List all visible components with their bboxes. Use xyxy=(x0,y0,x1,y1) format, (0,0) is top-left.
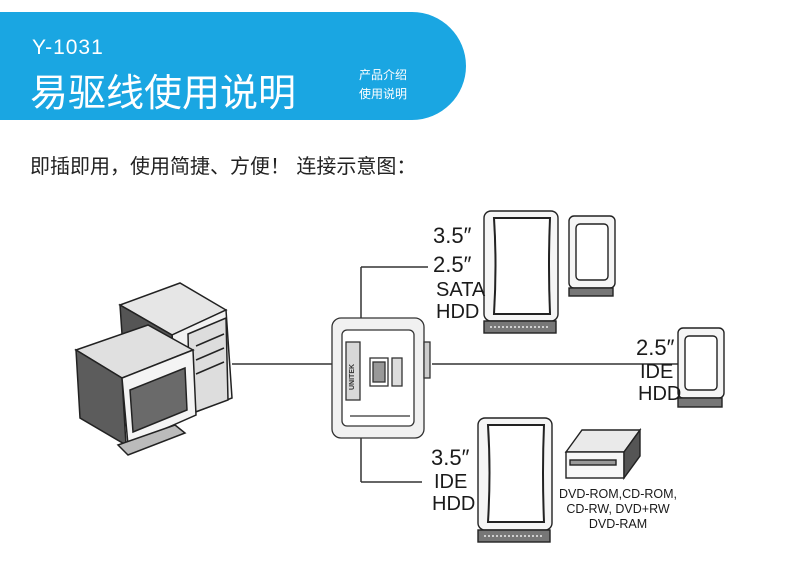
header-banner xyxy=(0,12,466,120)
tag-instructions: 使用说明 xyxy=(359,87,408,101)
sata-hdd-large-icon xyxy=(483,210,559,334)
ide35-size-label: 3.5″ xyxy=(431,445,470,470)
ide25-size-label: 2.5″ xyxy=(636,335,675,360)
tag-product-intro: 产品介绍 xyxy=(359,68,408,82)
ide25-interface-label: IDE xyxy=(640,361,674,383)
optical-label-line1: DVD-ROM,CD-ROM, xyxy=(558,487,678,501)
sata-size-label-25: 2.5″ xyxy=(433,252,472,277)
optical-drive-icon xyxy=(564,427,642,481)
adapter-device-icon xyxy=(331,317,431,439)
page-title: 易驱线使用说明 xyxy=(30,71,297,115)
ide35-hdd-label: HDD xyxy=(432,493,476,515)
sata-interface-label: SATA xyxy=(436,279,486,301)
optical-label-line3: DVD-RAM xyxy=(588,517,648,531)
ide-35-hdd-icon xyxy=(477,417,553,543)
sata-hdd-small-icon xyxy=(568,215,616,297)
ide35-interface-label: IDE xyxy=(434,471,468,493)
sata-hdd-label: HDD xyxy=(436,301,480,323)
ide-25-hdd-icon xyxy=(677,327,725,408)
adapter-brand-label: UNITEK xyxy=(349,364,356,390)
optical-label-line2: CD-RW, DVD+RW xyxy=(566,502,670,516)
sata-size-label-35: 3.5″ xyxy=(433,223,472,248)
ide25-hdd-label: HDD xyxy=(638,383,682,405)
connection-lines xyxy=(232,266,678,483)
computer-icon xyxy=(74,282,233,456)
model-number: Y-1031 xyxy=(32,36,104,59)
description-text: 即插即用，使用简捷、方便！ 连接示意图： xyxy=(30,154,417,178)
